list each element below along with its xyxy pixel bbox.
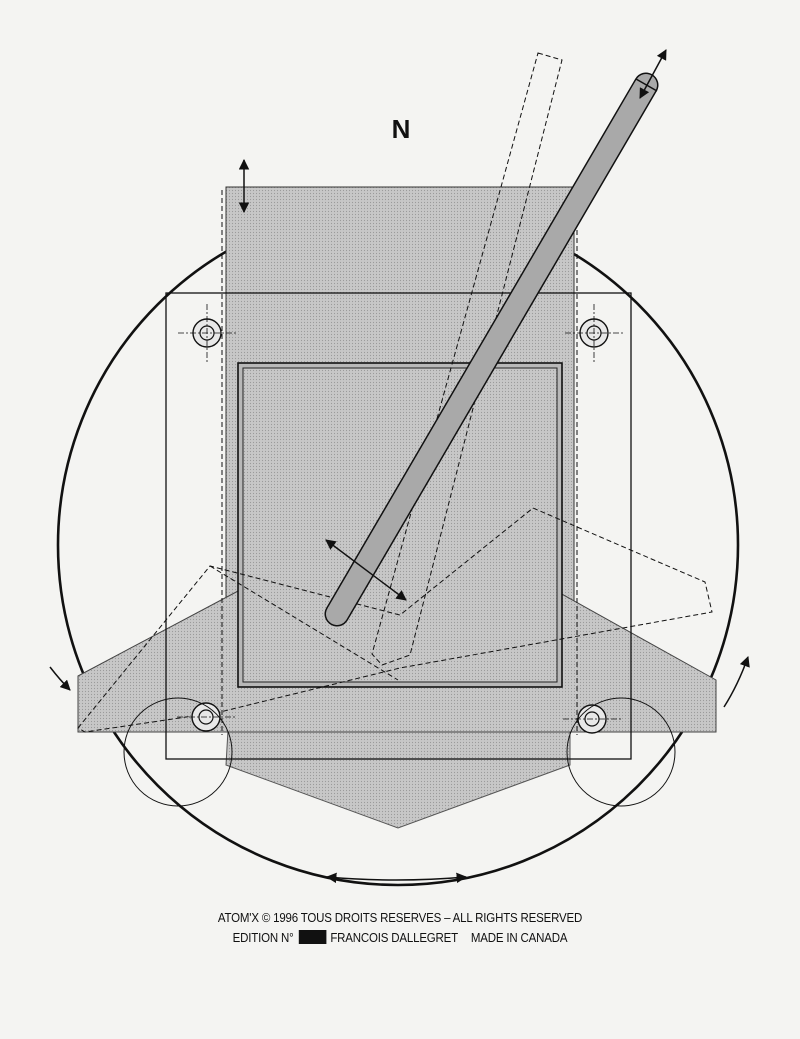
origin-label: MADE IN CANADA — [470, 931, 568, 945]
dashed-rotated-screen — [77, 507, 713, 733]
arrow-rotate-left — [49, 666, 71, 691]
edition-number-redacted — [299, 930, 327, 944]
arrow-rotate-right — [723, 656, 750, 708]
edition-label: EDITION N° — [232, 931, 294, 945]
arrow-arm-extend — [639, 49, 667, 99]
north-label: N — [391, 114, 411, 144]
motion-arrows — [49, 49, 750, 884]
hole-bottom-left — [177, 702, 235, 732]
hole-top-left — [178, 304, 236, 362]
dashed-rotated-screen-ridge — [209, 565, 399, 681]
hole-top-right — [565, 304, 623, 362]
arrow-arm-pivot — [325, 539, 407, 601]
arrow-rotate-bottom — [325, 872, 468, 884]
author-name: FRANCOIS DALLEGRET — [330, 931, 459, 945]
caster-wheel-left — [123, 697, 233, 807]
mounting-holes — [177, 304, 623, 734]
edition-line: EDITION N° FRANCOIS DALLEGRET MADE IN CANA… — [32, 930, 768, 945]
caster-wheel-right — [566, 697, 676, 807]
pivot-arm — [326, 74, 657, 625]
copyright-line: ATOM'X © 1996 TOUS DROITS RESERVES – ALL… — [217, 911, 583, 925]
base-frame — [165, 292, 632, 760]
